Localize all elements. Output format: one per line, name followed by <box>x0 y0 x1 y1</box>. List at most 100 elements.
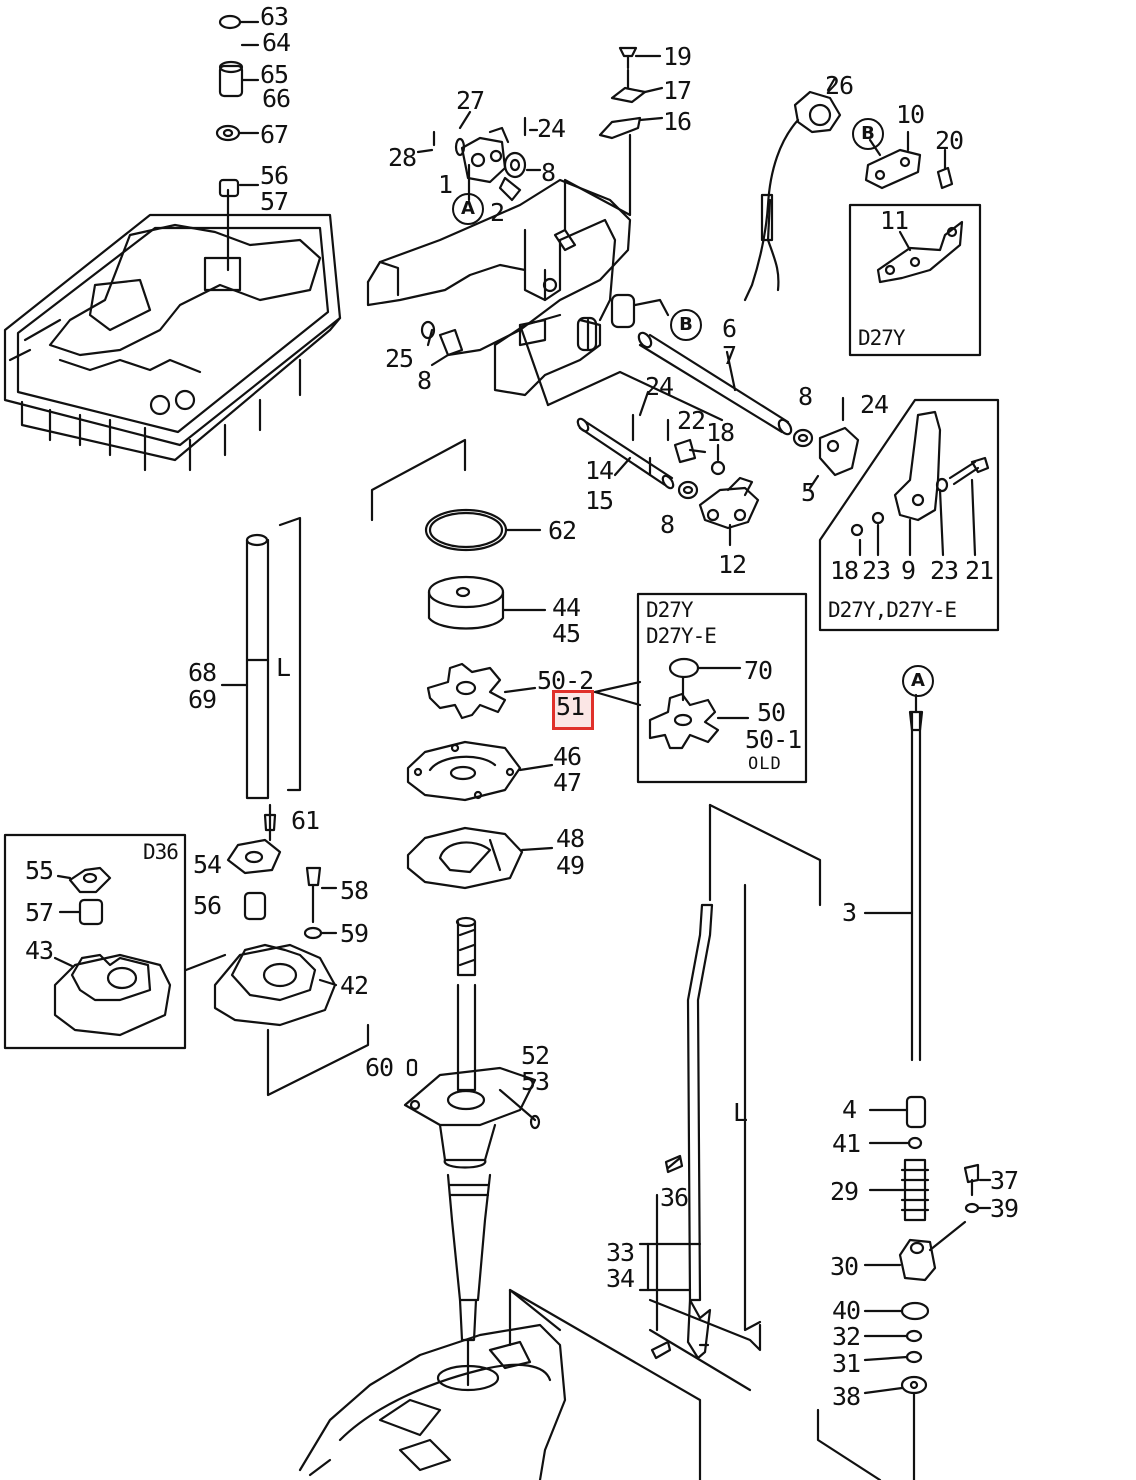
pump-housing-assembly <box>3 803 370 1097</box>
part-label-21: 21 <box>965 556 994 585</box>
part-label-54: 54 <box>193 850 222 879</box>
part-label-65: 65 <box>260 60 289 89</box>
part-label-18b: 18 <box>830 556 859 585</box>
impeller-inset-leader <box>593 592 808 784</box>
part-label-23a: 23 <box>862 556 891 585</box>
part-label-8: 8 <box>541 158 556 187</box>
part-label-52: 52 <box>521 1041 550 1070</box>
part-label-27: 27 <box>456 86 485 115</box>
part-label-23b: 23 <box>930 556 959 585</box>
part-label-49: 49 <box>556 851 585 880</box>
part-label-50-2: 50-2 <box>537 666 594 695</box>
part-label-64: 64 <box>262 28 291 57</box>
part-label-70: 70 <box>744 656 773 685</box>
part-label-44: 44 <box>552 593 581 622</box>
inset-d27y-part-11 <box>848 203 982 357</box>
part-label-4: 4 <box>842 1095 857 1124</box>
water-pump-parts <box>370 438 554 890</box>
leader-lines <box>240 43 720 462</box>
callout-b-right: B <box>670 309 702 341</box>
drive-shaft-assembly <box>403 916 541 1387</box>
part-label-1: 1 <box>438 170 453 199</box>
part-label-55: 55 <box>25 856 54 885</box>
lever-parts <box>673 396 860 547</box>
part-label-8b: 8 <box>417 366 432 395</box>
shift-rod-3-and-bushings <box>816 693 992 1480</box>
part-label-8d: 8 <box>660 510 675 539</box>
part-label-41: 41 <box>832 1129 861 1158</box>
wire-harness <box>743 76 954 302</box>
part-label-17: 17 <box>663 76 692 105</box>
part-label-34: 34 <box>606 1264 635 1293</box>
part-label-22: 22 <box>677 406 706 435</box>
highlight-box-51 <box>552 690 594 730</box>
part-label-11: 11 <box>880 206 909 235</box>
length-label-right: L <box>733 1098 748 1127</box>
inset-label-d36: D36 <box>143 840 179 864</box>
part-label-63: 63 <box>260 2 289 31</box>
part-label-24b: 24 <box>645 372 674 401</box>
part-label-56: 56 <box>260 161 289 190</box>
part-label-43: 43 <box>25 936 54 965</box>
power-head-base <box>3 178 342 472</box>
part-label-10: 10 <box>896 100 925 129</box>
top-bracket-parts <box>598 46 664 140</box>
part-label-68: 68 <box>188 658 217 687</box>
part-label-3: 3 <box>842 898 857 927</box>
part-label-20: 20 <box>935 126 964 155</box>
part-label-25: 25 <box>385 344 414 373</box>
part-label-8c: 8 <box>798 382 813 411</box>
part-label-14: 14 <box>585 456 614 485</box>
inset-label-d27y-title: D27Y <box>646 598 694 622</box>
part-label-69: 69 <box>188 685 217 714</box>
shift-rod-assembly <box>508 803 822 1480</box>
part-label-29: 29 <box>830 1177 859 1206</box>
part-label-36: 36 <box>660 1183 689 1212</box>
part-label-28: 28 <box>388 143 417 172</box>
water-tube <box>220 516 302 800</box>
part-label-57: 57 <box>260 187 289 216</box>
inset-d27y-d27y-e-lever <box>818 398 1000 632</box>
part-label-40: 40 <box>832 1296 861 1325</box>
part-label-9: 9 <box>901 556 916 585</box>
part-label-37: 37 <box>990 1166 1019 1195</box>
part-label-31: 31 <box>832 1349 861 1378</box>
part-label-33: 33 <box>606 1238 635 1267</box>
part-label-2: 2 <box>490 198 505 227</box>
small-seal-parts <box>215 14 260 187</box>
steering-bracket <box>366 133 670 397</box>
part-label-67: 67 <box>260 120 289 149</box>
part-label-48: 48 <box>556 824 585 853</box>
part-label-26: 26 <box>825 71 854 100</box>
callout-b-top: B <box>852 118 884 150</box>
part-label-38: 38 <box>832 1382 861 1411</box>
part-label-16: 16 <box>663 107 692 136</box>
part-label-46: 46 <box>553 742 582 771</box>
part-label-56b: 56 <box>193 891 222 920</box>
part-label-24c: 24 <box>860 390 889 419</box>
part-label-30: 30 <box>830 1252 859 1281</box>
inset-label-d27y: D27Y <box>858 326 906 350</box>
part-label-18a: 18 <box>706 418 735 447</box>
part-label-50: 50 <box>757 698 786 727</box>
part-label-59: 59 <box>340 919 369 948</box>
part-label-58: 58 <box>340 876 369 905</box>
shafts <box>518 323 793 490</box>
callout-a-top: A <box>452 193 484 225</box>
lower-unit-housing <box>298 1288 567 1480</box>
inset-label-d27y-e: D27Y-E <box>646 624 717 648</box>
part-label-61: 61 <box>291 806 320 835</box>
part-label-5: 5 <box>801 478 816 507</box>
part-label-66: 66 <box>262 84 291 113</box>
part-label-7: 7 <box>722 341 737 370</box>
part-label-57b: 57 <box>25 898 54 927</box>
part-label-24: 24 <box>537 114 566 143</box>
part-label-12: 12 <box>718 550 747 579</box>
part-label-32: 32 <box>832 1322 861 1351</box>
part-label-39: 39 <box>990 1194 1019 1223</box>
swivel-bracket-parts <box>416 110 542 202</box>
part-label-42: 42 <box>340 971 369 1000</box>
part-label-6: 6 <box>722 314 737 343</box>
